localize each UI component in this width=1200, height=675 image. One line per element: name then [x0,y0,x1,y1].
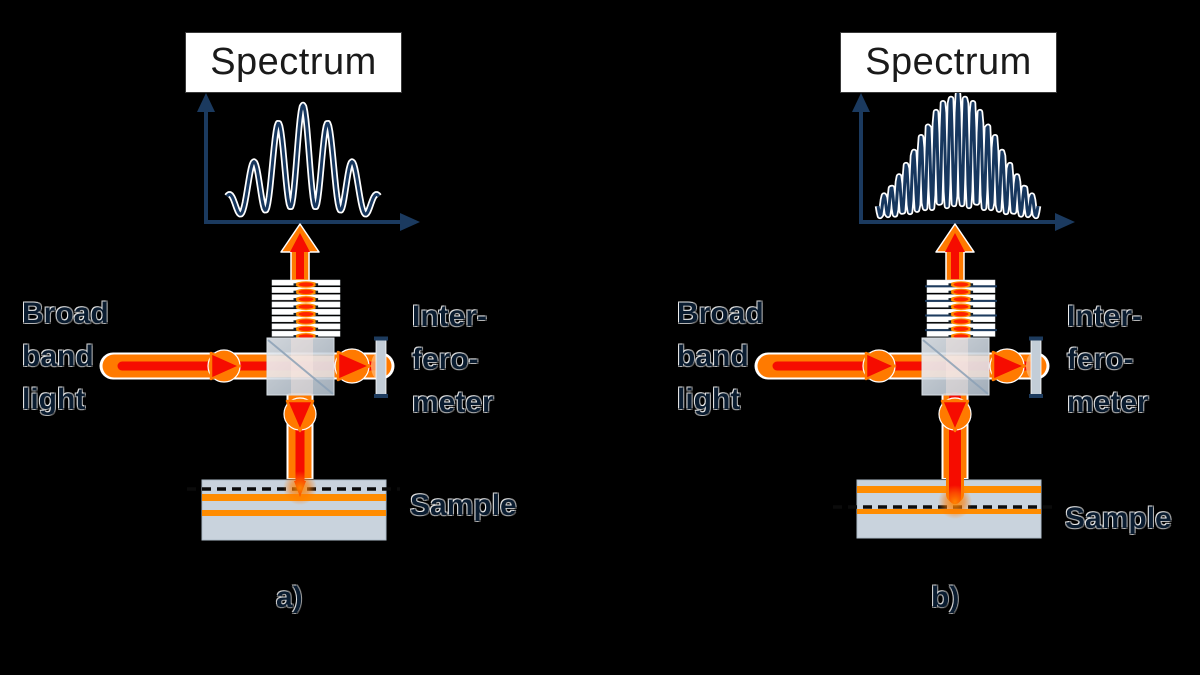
beamsplitter-cube [921,337,990,396]
diagram-a [99,93,420,541]
beam-horizontal [754,348,1050,384]
interferometer-line2: fero- [412,343,479,376]
panel-b: Spectrum Broad band light Inter- fero- m… [655,0,1200,675]
sample-label: Sample [410,489,517,522]
spectrum-plot-axes [852,93,1075,231]
beam-horizontal [99,348,395,384]
spectrum-curve [874,90,1042,220]
spectrum-title: Spectrum [210,41,377,83]
spectrum-title: Spectrum [865,41,1032,83]
panel-caption-a: a) [276,581,303,614]
spectrum-label-box: Spectrum [185,32,402,93]
sample-label: Sample [1065,502,1172,535]
broadband-light-line2: band [22,340,94,373]
broadband-light-label: Broad band light [22,292,109,421]
sample-layer-stripe [202,510,386,516]
beamsplitter-cube [266,337,335,396]
beam-arrowhead-right [864,351,897,381]
panel-caption-b: b) [931,581,960,614]
beam-arrowhead-right [209,351,242,381]
interferometer-line3: meter [1067,386,1149,419]
interferometer-line1: Inter- [1067,300,1142,333]
sample [187,479,400,541]
cube-diagonal [267,339,334,395]
interferometer-line3: meter [412,386,494,419]
spectrum-curve [224,101,382,218]
interferometer-label: Inter- fero- meter [412,295,494,424]
beam-up-arrow [935,223,975,282]
diagram-b [754,90,1075,539]
broadband-light-label: Broad band light [677,292,764,421]
beam-down [938,392,972,519]
beam-arrowhead-mirror [336,350,372,382]
broadband-light-line3: light [677,383,741,416]
sample-glow [938,485,972,519]
panel-a: Spectrum Broad band light Inter- fero- m… [0,0,545,675]
beam-arrowhead-down [285,399,315,433]
beam-down [283,393,317,505]
interferometer-line2: fero- [1067,343,1134,376]
broadband-light-line1: Broad [677,297,764,330]
reference-stack [925,279,997,340]
cube-diagonal [922,339,989,395]
spectrum-label-box: Spectrum [840,32,1057,93]
beam-up-arrow [280,223,320,282]
broadband-light-line3: light [22,383,86,416]
broadband-light-line1: Broad [22,297,109,330]
beam-arrowhead-mirror [991,350,1027,382]
broadband-light-line2: band [677,340,749,373]
beam-arrowhead-down [940,399,970,433]
reference-stack [271,279,341,340]
interferometer-line1: Inter- [412,300,487,333]
reference-mirror [374,336,388,398]
spectrum-plot-axes [197,93,420,231]
reference-mirror [1029,336,1043,398]
sample-glow [283,471,317,505]
interferometer-label: Inter- fero- meter [1067,295,1149,424]
